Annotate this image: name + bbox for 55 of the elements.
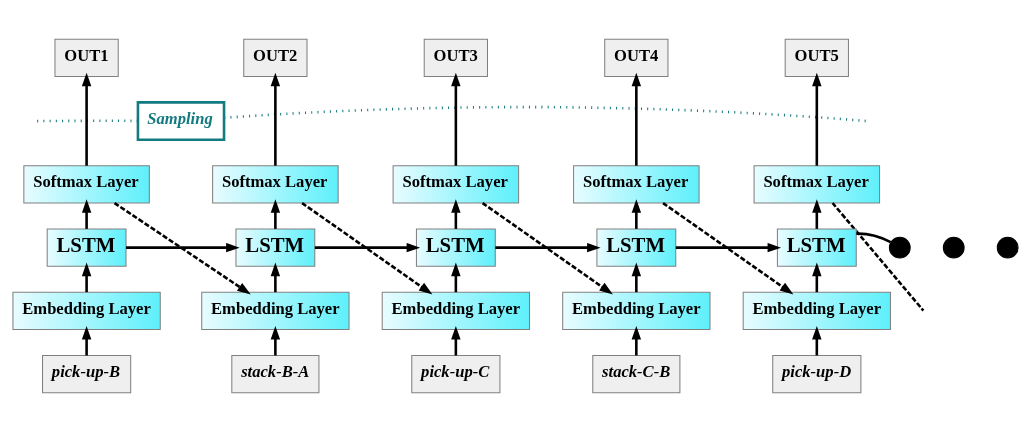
node-box: Embedding Layer [12,291,161,330]
node-circle [996,236,1019,259]
arrow [81,72,92,166]
arrow [314,242,421,252]
node-box: LSTM [596,227,677,267]
arrow [812,72,822,166]
node-box: Sampling [136,100,226,141]
node-box: pick-up-C [411,354,501,393]
node-box: Softmax Layer [212,164,339,204]
node-circle [888,236,911,259]
node-box: OUT1 [54,38,119,77]
arrow [481,201,613,294]
node-box: LSTM [776,227,857,267]
arrow [675,242,782,252]
connector [831,201,925,311]
node-box: OUT3 [423,38,488,77]
node-circle [942,236,965,259]
node-box: Embedding Layer [562,291,711,330]
node-box: Softmax Layer [753,164,881,204]
arrow [270,72,281,166]
arrow [451,72,461,166]
arrow [81,262,92,292]
arrow [81,325,92,355]
arrow [113,201,251,294]
connector [856,231,892,243]
node-box: Softmax Layer [392,164,520,204]
arrow [495,242,601,252]
node-box: OUT4 [604,38,669,77]
node-box: Embedding Layer [381,291,530,330]
arrow [631,262,642,292]
node-box: Softmax Layer [23,164,150,204]
connector [36,119,138,122]
arrow [631,325,642,355]
arrow [126,242,240,252]
arrow [662,201,794,294]
node-box: Embedding Layer [742,291,891,330]
node-box: Softmax Layer [573,164,700,204]
arrow [270,325,281,355]
arrow [631,72,642,166]
arrow [270,198,281,229]
node-box: OUT2 [243,38,308,77]
node-box: OUT5 [784,38,849,77]
node-box: stack-B-A [231,354,320,393]
node-box: LSTM [415,227,496,267]
node-box: LSTM [46,227,127,267]
node-box: Embedding Layer [201,291,350,330]
arrow [81,198,92,229]
connector [224,105,868,122]
arrow [301,201,433,294]
node-box: pick-up-B [42,354,132,393]
arrow [631,198,642,229]
node-box: LSTM [235,227,316,267]
node-box: stack-C-B [592,354,681,393]
node-box: pick-up-D [772,354,862,393]
arrow [270,262,281,292]
